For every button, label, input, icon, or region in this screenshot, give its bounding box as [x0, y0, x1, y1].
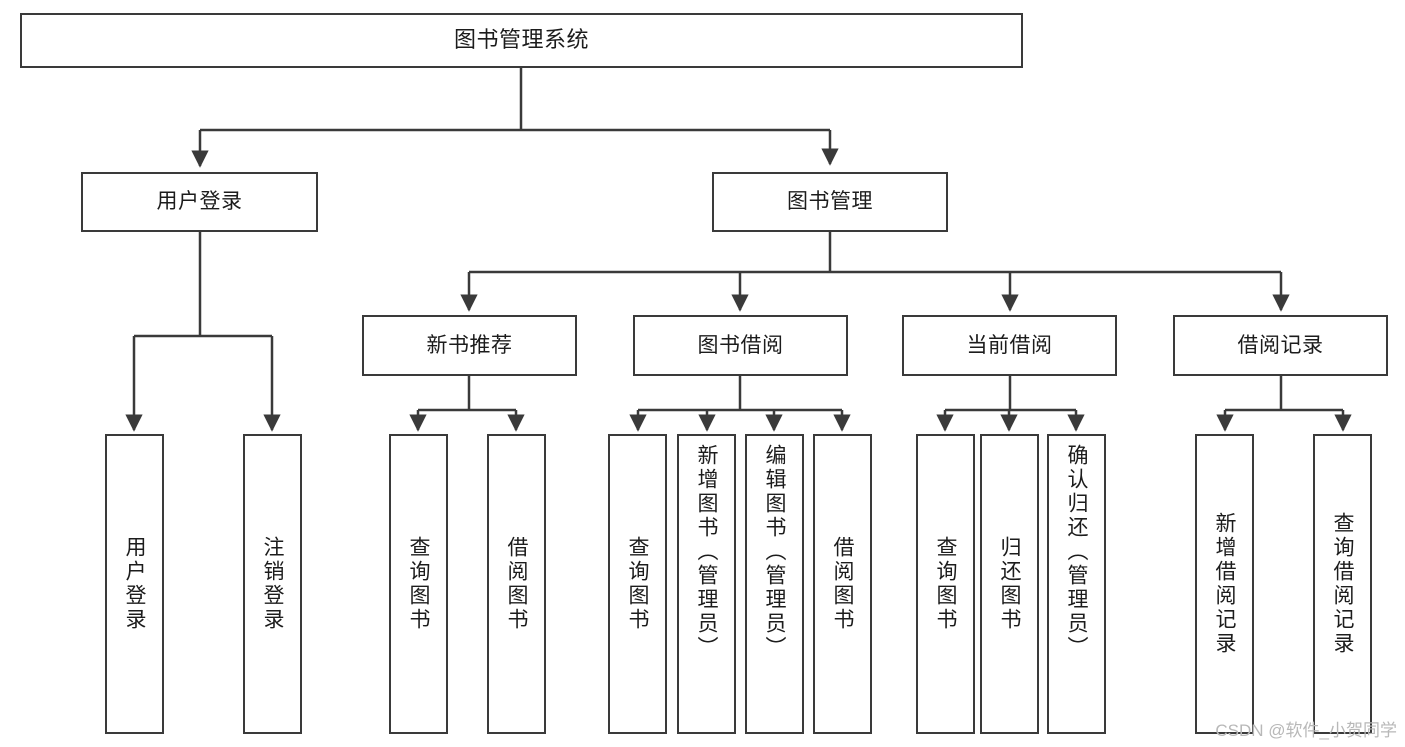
node-label: 图书管理系统 — [453, 27, 589, 53]
leaf-user-login[interactable]: 用户登录 — [105, 434, 164, 734]
node-label: 查询借阅记录 — [1331, 512, 1354, 656]
node-label: 图书管理 — [787, 190, 873, 214]
leaf-borrow-book-recommend[interactable]: 借阅图书 — [487, 434, 546, 734]
node-label: 当前借阅 — [966, 333, 1053, 357]
node-new-book-recommend[interactable]: 新书推荐 — [362, 315, 577, 376]
node-label: 用户登录 — [123, 536, 146, 632]
leaf-query-book-current[interactable]: 查询图书 — [916, 434, 975, 734]
watermark-text: CSDN @软件_小贺同学 — [1215, 721, 1397, 740]
node-label: 新书推荐 — [426, 333, 513, 357]
node-label: 归还图书 — [998, 536, 1021, 632]
leaf-return-book[interactable]: 归还图书 — [980, 434, 1039, 734]
node-user-login[interactable]: 用户登录 — [81, 172, 318, 232]
node-current-borrow[interactable]: 当前借阅 — [902, 315, 1117, 376]
node-book-borrow[interactable]: 图书借阅 — [633, 315, 848, 376]
node-label: 查询图书 — [407, 536, 430, 632]
node-label: 确认归还（管理员） — [1065, 444, 1088, 660]
leaf-borrow-book[interactable]: 借阅图书 — [813, 434, 872, 734]
node-label: 借阅图书 — [831, 536, 854, 632]
node-label: 借阅图书 — [505, 536, 528, 632]
node-label: 新增图书（管理员） — [695, 444, 718, 660]
leaf-edit-book-admin[interactable]: 编辑图书（管理员） — [745, 434, 804, 734]
leaf-query-book-borrow[interactable]: 查询图书 — [608, 434, 667, 734]
leaf-add-borrow-record[interactable]: 新增借阅记录 — [1195, 434, 1254, 734]
leaf-query-book-recommend[interactable]: 查询图书 — [389, 434, 448, 734]
node-label: 查询图书 — [934, 536, 957, 632]
leaf-query-borrow-record[interactable]: 查询借阅记录 — [1313, 434, 1372, 734]
leaf-user-logout[interactable]: 注销登录 — [243, 434, 302, 734]
node-label: 注销登录 — [261, 536, 284, 632]
node-root-system[interactable]: 图书管理系统 — [20, 13, 1023, 68]
node-label: 用户登录 — [156, 190, 243, 214]
node-label: 借阅记录 — [1237, 333, 1324, 357]
leaf-confirm-return-admin[interactable]: 确认归还（管理员） — [1047, 434, 1106, 734]
node-label: 查询图书 — [626, 536, 649, 632]
node-label: 图书借阅 — [697, 333, 784, 357]
node-book-management[interactable]: 图书管理 — [712, 172, 948, 232]
leaf-add-book-admin[interactable]: 新增图书（管理员） — [677, 434, 736, 734]
node-label: 编辑图书（管理员） — [763, 444, 786, 660]
node-borrow-record[interactable]: 借阅记录 — [1173, 315, 1388, 376]
node-label: 新增借阅记录 — [1213, 512, 1236, 656]
